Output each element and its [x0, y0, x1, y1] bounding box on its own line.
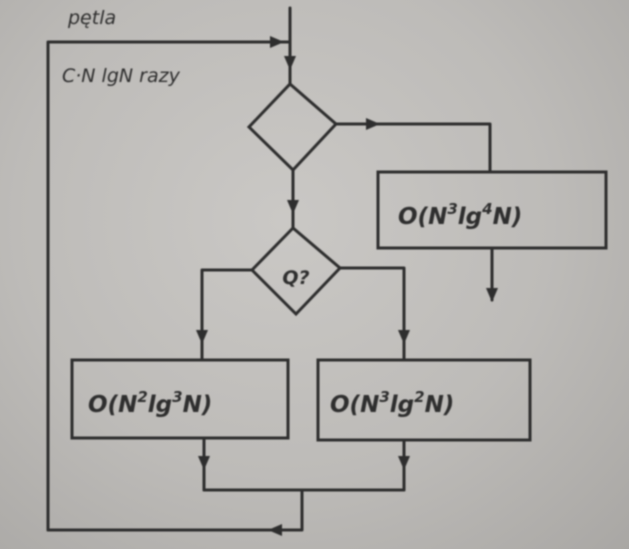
merge-return-arrow — [268, 524, 282, 536]
box-right-exit-arrow — [486, 288, 498, 302]
merge-return-line — [46, 488, 304, 532]
decision-2-right-branch — [338, 266, 406, 362]
decision-2-right-arrow — [398, 330, 410, 344]
box-left-exit-arrow — [198, 456, 210, 470]
loop-count-label: C·N lgN razy — [62, 65, 181, 87]
box-middle-exit-arrow — [398, 456, 410, 470]
decision-1-right-branch — [334, 122, 492, 174]
box-middle-text: O(N3lg2N) — [330, 388, 454, 418]
decision-1-right-arrow — [366, 118, 380, 130]
box-left-text: O(N2lg3N) — [88, 388, 212, 418]
box-left — [70, 358, 290, 440]
decision-2-label: Q? — [282, 267, 309, 289]
loop-return-line — [46, 40, 292, 532]
decision-1-down-arrow — [287, 200, 299, 214]
box-middle — [316, 358, 532, 442]
decision-2-left-branch — [200, 268, 254, 362]
decision-1-diamond — [246, 81, 339, 173]
decision-2-left-arrow — [196, 330, 208, 344]
box-right-text: O(N3lg4N) — [398, 200, 522, 230]
decision-2-diamond — [249, 225, 343, 317]
loop-label: pętla — [67, 7, 116, 29]
entry-arrow — [284, 56, 296, 70]
loop-entry-arrow — [270, 36, 284, 48]
